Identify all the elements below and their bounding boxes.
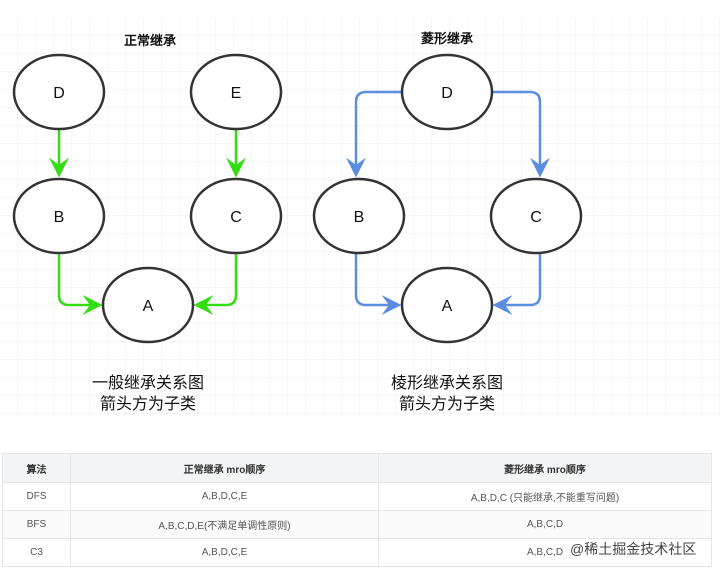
node-E <box>189 53 283 131</box>
node-D <box>12 53 106 131</box>
label-E: E <box>231 85 242 102</box>
label-B: B <box>54 209 65 226</box>
label-A: A <box>143 298 154 315</box>
node-B <box>12 177 106 255</box>
cell-diamond: A,B,C,D <box>378 510 712 539</box>
normal-caption-1: 一般继承关系图 <box>92 374 204 392</box>
table-header: 算法 正常继承 mro顺序 菱形继承 mro顺序 <box>2 453 712 483</box>
diamond-node-A <box>400 266 494 344</box>
table-row: BFS A,B,C,D,E(不满足单调性原则) A,B,C,D <box>2 510 712 539</box>
table-row: C3 A,B,D,C,E A,B,C,D <box>2 538 712 567</box>
diamond-caption-1: 棱形继承关系图 <box>391 374 503 392</box>
header-diamond: 菱形继承 mro顺序 <box>378 453 712 483</box>
diamond-label-D: D <box>441 85 453 102</box>
cell-algorithm: BFS <box>2 510 71 539</box>
diamond-label-B: B <box>354 209 365 226</box>
label-C: C <box>230 209 242 226</box>
cell-diamond: A,B,D,C (只能继承,不能重写问题) <box>378 482 712 511</box>
header-normal: 正常继承 mro顺序 <box>70 453 379 483</box>
diamond-label-A: A <box>442 298 453 315</box>
header-algorithm: 算法 <box>2 453 71 483</box>
normal-caption-2: 箭头方为子类 <box>100 394 196 413</box>
diamond-node-B <box>312 177 406 255</box>
normal-edges <box>49 129 246 315</box>
diamond-node-D <box>400 53 494 131</box>
watermark: @稀土掘金技术社区 <box>570 541 697 557</box>
cell-algorithm: DFS <box>2 482 71 511</box>
diamond-title: 菱形继承 <box>421 31 473 46</box>
table-row: DFS A,B,D,C,E A,B,D,C (只能继承,不能重写问题) <box>2 482 712 511</box>
cell-diamond: A,B,C,D <box>378 538 712 567</box>
label-D: D <box>53 85 65 102</box>
normal-title: 正常继承 <box>124 33 176 48</box>
inheritance-diagrams: D E B C A D B C A 正常继承 菱形继承 一般继承关系图 箭头方为… <box>0 18 720 418</box>
diamond-node-C <box>489 177 583 255</box>
diamond-label-C: C <box>530 209 542 226</box>
mro-table: 算法 正常继承 mro顺序 菱形继承 mro顺序 DFS A,B,D,C,E A… <box>2 453 712 567</box>
node-A <box>101 266 195 344</box>
node-C <box>189 177 283 255</box>
cell-algorithm: C3 <box>2 538 71 567</box>
cell-normal: A,B,C,D,E(不满足单调性原则) <box>70 510 379 539</box>
diamond-edges <box>346 90 550 315</box>
cell-normal: A,B,D,C,E <box>70 482 379 511</box>
cell-normal: A,B,D,C,E <box>70 538 379 567</box>
diamond-caption-2: 箭头方为子类 <box>399 394 495 413</box>
